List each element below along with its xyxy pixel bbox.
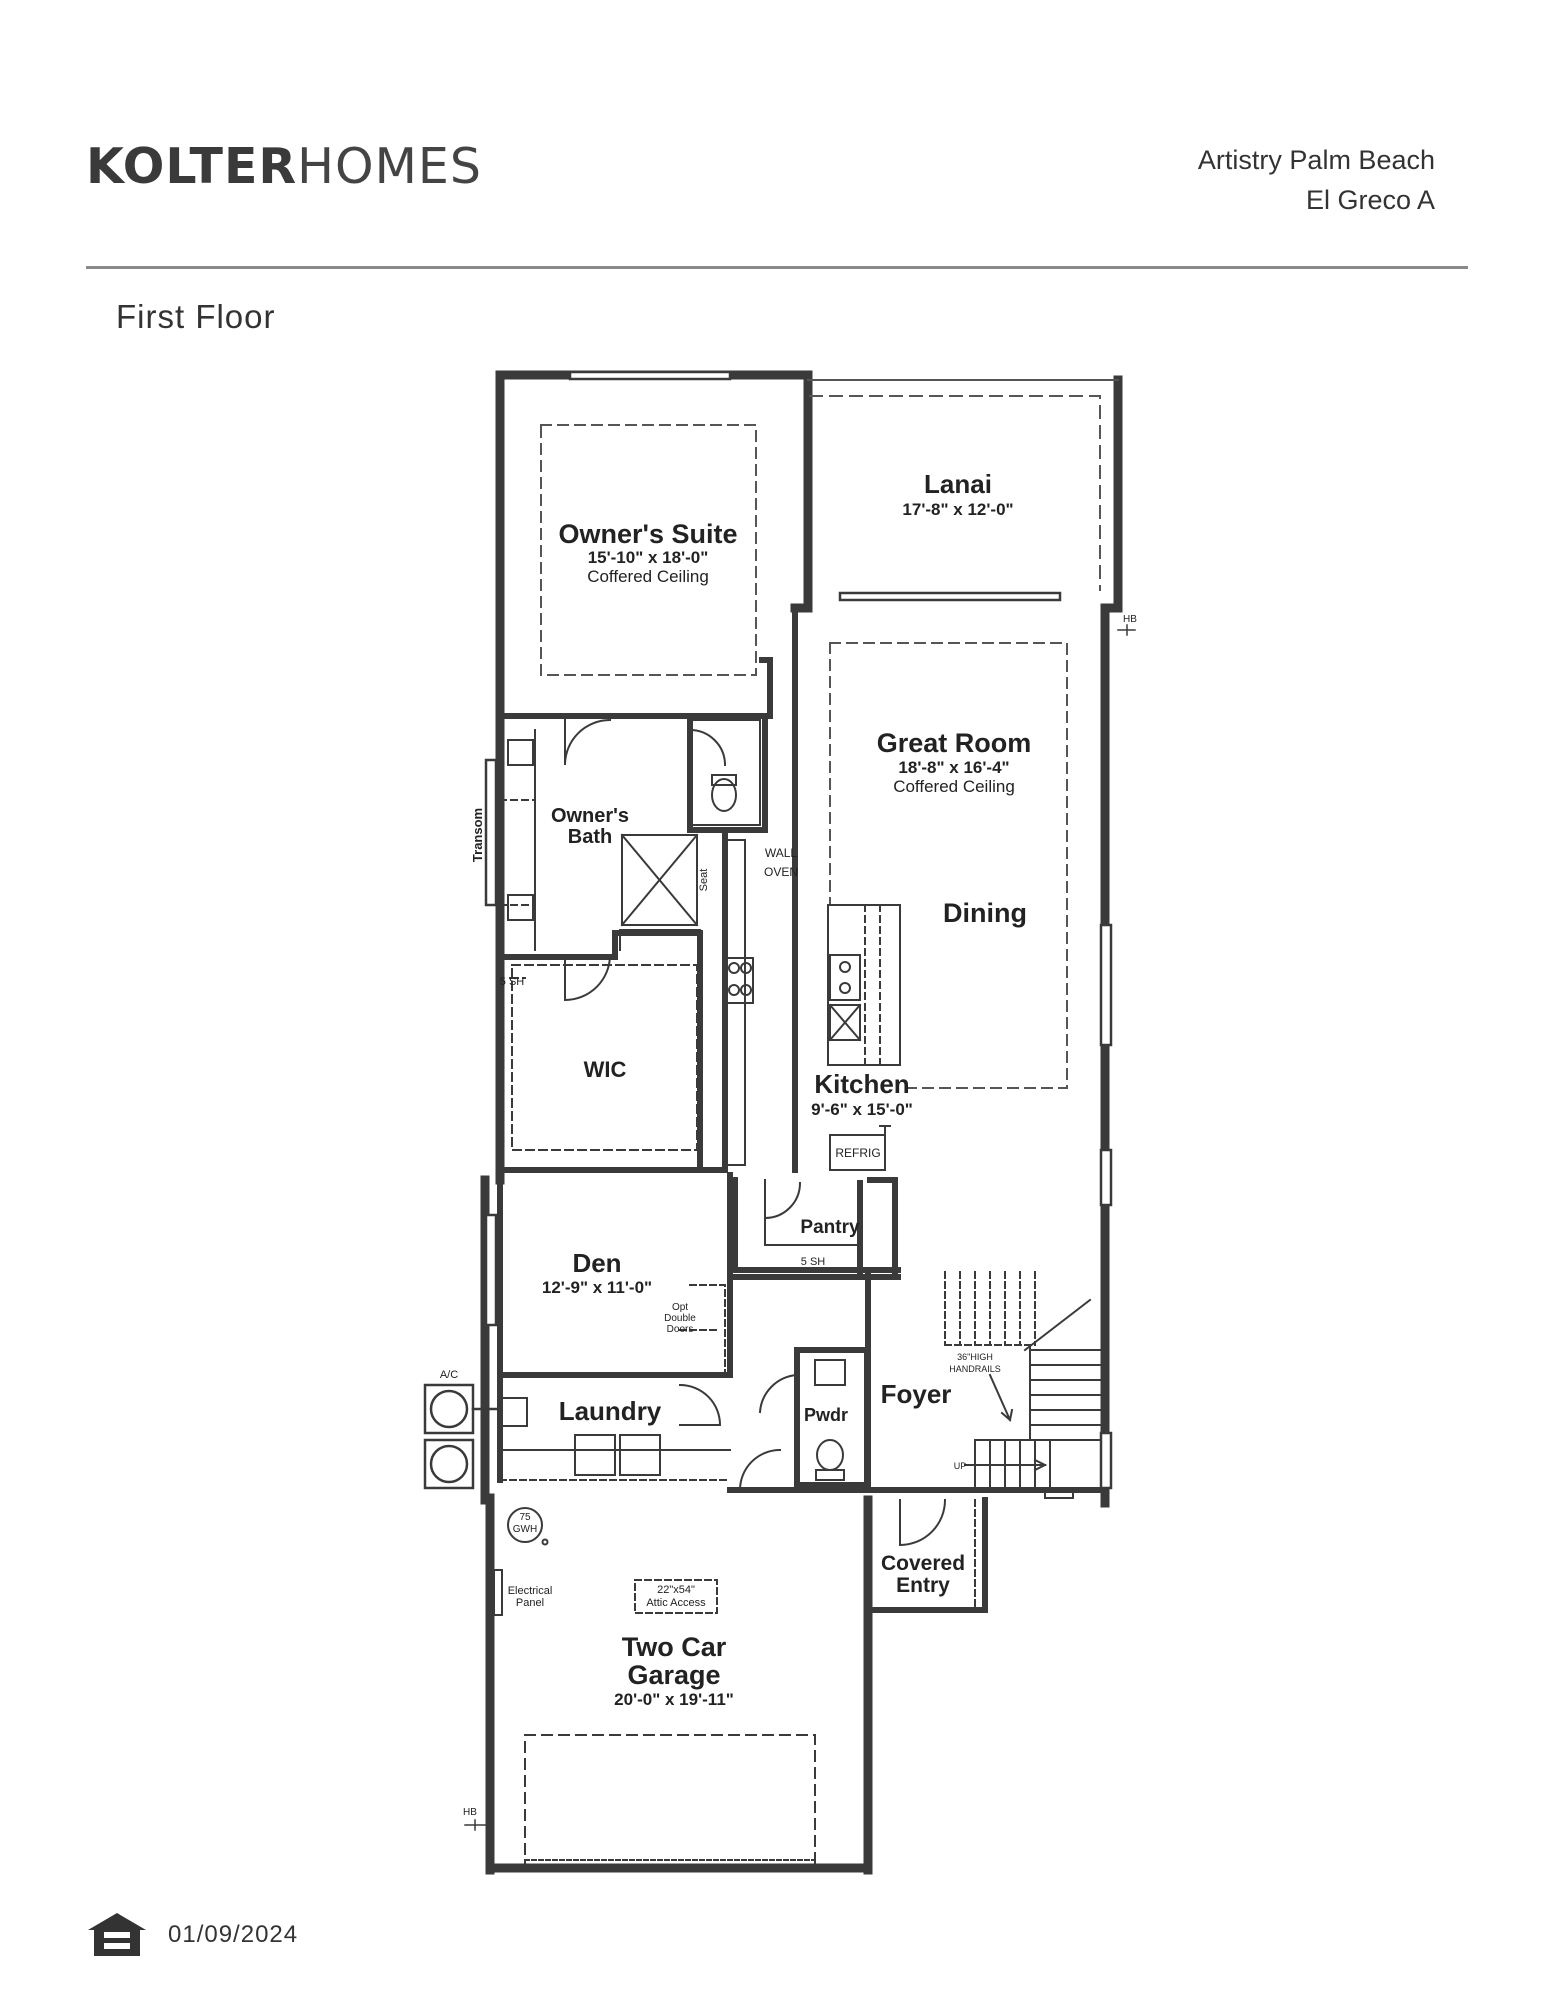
windows xyxy=(484,370,1113,1490)
garage-name-2: Garage xyxy=(627,1660,720,1690)
owners-suite-dims: 15'-10" x 18'-0" xyxy=(588,548,709,567)
pantry-shelf-label: 5 SH xyxy=(801,1256,826,1268)
owners-suite-name: Owner's Suite xyxy=(559,519,738,549)
den-dims: 12'-9" x 11'-0" xyxy=(542,1278,652,1297)
lanai-edge xyxy=(809,395,1101,591)
handrails-label-1: 36"HIGH xyxy=(957,1352,993,1362)
laundry-fixtures xyxy=(499,1383,731,1481)
pwdr-name: Pwdr xyxy=(804,1405,848,1425)
footer: 01/09/2024 xyxy=(86,1910,298,1960)
wic-name: WIC xyxy=(584,1057,627,1082)
owners-bath-fixtures xyxy=(499,718,761,1002)
plan-date: 01/09/2024 xyxy=(168,1921,299,1948)
attic-access-label-2: Attic Access xyxy=(646,1597,706,1609)
electrical-panel-label-1: Electrical xyxy=(508,1585,553,1597)
hose-bib-top-label: HB xyxy=(1123,614,1137,625)
kitchen-fixtures xyxy=(724,839,901,1171)
wic-shelves xyxy=(509,964,698,1151)
lanai-dims: 17'-8" x 12'-0" xyxy=(902,500,1013,519)
kitchen-name: Kitchen xyxy=(814,1069,909,1099)
wall-oven-label-2: OVEN xyxy=(764,865,798,879)
refrig-label: REFRIG xyxy=(835,1146,880,1160)
den-doors xyxy=(679,1284,726,1376)
seat-label: Seat xyxy=(698,869,710,892)
garage-fixtures xyxy=(493,1507,816,1871)
logo-part-homes: HOMES xyxy=(297,138,482,195)
gwh-label-2: GWH xyxy=(513,1524,537,1535)
header-divider xyxy=(86,266,1468,269)
wic-shelf-label: 5 SH xyxy=(500,976,525,988)
owners-bath-name-2: Bath xyxy=(568,826,612,848)
logo-part-kolter: KOLTER xyxy=(86,138,298,195)
ac-units xyxy=(423,1383,502,1490)
foyer-name: Foyer xyxy=(881,1379,952,1409)
covered-entry-door xyxy=(899,1489,1074,1611)
garage-name-1: Two Car xyxy=(622,1632,727,1662)
great-room-note: Coffered Ceiling xyxy=(893,777,1015,796)
garage-dims: 20'-0" x 19'-11" xyxy=(614,1690,734,1709)
pantry-name: Pantry xyxy=(800,1217,860,1238)
owners-suite-note: Coffered Ceiling xyxy=(587,567,709,586)
dining-name: Dining xyxy=(943,898,1027,928)
owners-bath-name-1: Owner's xyxy=(551,805,629,827)
ac-label: A/C xyxy=(440,1369,458,1381)
kolter-homes-logo: KOLTERHOMES xyxy=(86,138,482,195)
great-room-dims: 18'-8" x 16'-4" xyxy=(898,758,1009,777)
model-name: El Greco A xyxy=(1305,185,1435,215)
equal-housing-icon xyxy=(88,1913,146,1956)
powder-room-fixtures xyxy=(738,1349,866,1492)
wall-oven-label-1: WALL xyxy=(765,846,798,860)
electrical-panel-label-2: Panel xyxy=(516,1597,544,1609)
pantry-fixtures xyxy=(763,1179,861,1246)
attic-access-label-1: 22"x54" xyxy=(657,1584,695,1596)
den-name: Den xyxy=(572,1248,621,1278)
gwh-label-1: 75 xyxy=(519,1512,531,1523)
opt-doors-label-1: Opt xyxy=(672,1302,688,1313)
laundry-name: Laundry xyxy=(559,1396,662,1426)
project-info: Artistry Palm Beach El Greco A xyxy=(1198,140,1435,220)
coffered-ceiling-lines xyxy=(540,424,1068,1089)
opt-doors-label-3: Doors xyxy=(667,1324,694,1335)
kitchen-dims: 9'-6" x 15'-0" xyxy=(811,1100,913,1119)
interior-walls xyxy=(497,605,1108,1613)
up-label: UP xyxy=(954,1461,967,1471)
opt-doors-label-2: Double xyxy=(664,1313,696,1324)
lanai-name: Lanai xyxy=(924,469,992,499)
hose-bib-bottom-label: HB xyxy=(463,1807,477,1818)
great-room-name: Great Room xyxy=(877,728,1032,758)
community-name: Artistry Palm Beach xyxy=(1197,145,1435,175)
handrails-label-2: HANDRAILS xyxy=(949,1364,1001,1374)
stairs xyxy=(944,1271,1101,1489)
covered-entry-name-1: Covered xyxy=(881,1552,965,1575)
hose-bibs xyxy=(464,624,1136,1831)
transom-label: Transom xyxy=(470,808,485,862)
covered-entry-name-2: Entry xyxy=(896,1574,950,1597)
floor-title: First Floor xyxy=(116,298,276,335)
